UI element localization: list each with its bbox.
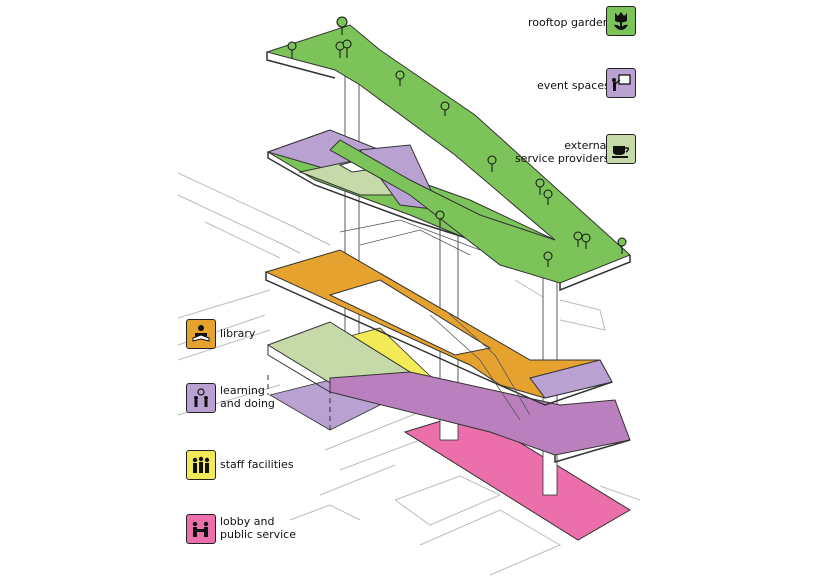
flower-icon xyxy=(606,6,636,36)
floor-rooftop xyxy=(265,24,631,292)
presentation-icon xyxy=(606,68,636,98)
floor-level-1 xyxy=(266,321,631,464)
service-desk-icon xyxy=(186,514,216,544)
staff-group-icon xyxy=(186,450,216,480)
idea-people-icon xyxy=(186,383,216,413)
stairs xyxy=(339,219,531,421)
legend-label-learning-and-doing: learning and doing xyxy=(220,384,275,410)
rooftop-trees xyxy=(287,16,627,267)
legend-label-staff-facilities: staff facilities xyxy=(220,458,294,471)
legend-label-event-spaces: event spaces xyxy=(537,79,610,92)
coffee-cup-icon xyxy=(606,134,636,164)
legend-label-lobby-and-public-service: lobby and public service xyxy=(220,515,296,541)
legend-label-library: library xyxy=(220,327,256,340)
legend-label-rooftop-garden: rooftop garden xyxy=(528,16,610,29)
legend-label-external-service-providers: external service providers xyxy=(515,139,610,165)
floor-level-2 xyxy=(264,249,613,406)
reader-icon xyxy=(186,319,216,349)
